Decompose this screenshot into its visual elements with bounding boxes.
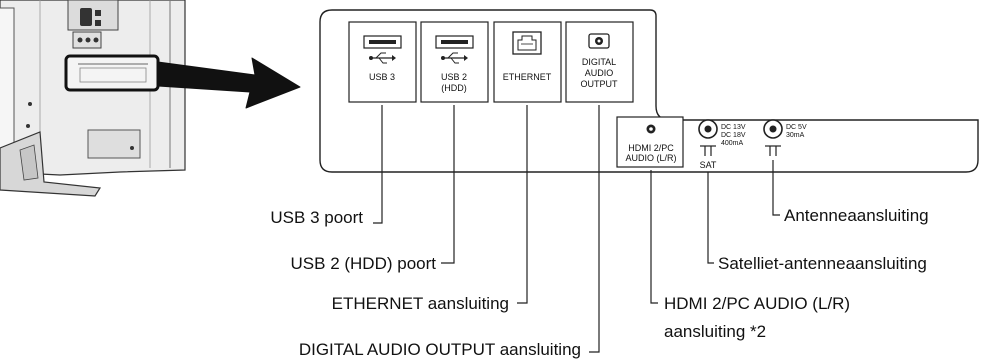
- callout-usb2: USB 2 (HDD) poort: [291, 254, 437, 273]
- usb3-port-box: USB 3: [348, 21, 417, 103]
- callout-usb3: USB 3 poort: [270, 208, 363, 227]
- leader-usb2: [441, 105, 455, 264]
- sat-dc-1: DC 13V: [721, 124, 746, 131]
- ethernet-port-label: ETHERNET: [503, 72, 552, 82]
- leader-satellite: [707, 172, 714, 264]
- optical-port-icon: [588, 33, 610, 49]
- satellite-connector: DC 13V DC 18V 400mA SAT: [698, 119, 746, 170]
- callout-hdmi-line1: HDMI 2/PC AUDIO (L/R): [664, 294, 850, 313]
- antenna-symbol-icon: [765, 145, 781, 156]
- callout-digital: DIGITAL AUDIO OUTPUT aansluiting: [299, 340, 581, 359]
- digital-audio-label-3: OUTPUT: [581, 79, 619, 89]
- sat-label: SAT: [700, 160, 717, 170]
- leader-lines: [373, 105, 780, 353]
- usb-symbol-icon: [369, 52, 396, 64]
- hdmi-audio-port-box: HDMI 2/PC AUDIO (L/R): [616, 116, 684, 168]
- callouts: USB 3 poort USB 2 (HDD) poort ETHERNET a…: [270, 206, 928, 359]
- digital-audio-port-box: DIGITAL AUDIO OUTPUT: [565, 21, 634, 103]
- usb2-port-label: USB 2: [441, 72, 467, 82]
- digital-audio-label-2: AUDIO: [585, 68, 614, 78]
- tv-thumbnail: [0, 0, 186, 197]
- leader-usb3: [373, 105, 383, 224]
- terminal-panel: USB 3 USB 2 (HDD) ETHE: [319, 9, 979, 173]
- hdmi-audio-label-2: AUDIO (L/R): [625, 153, 676, 163]
- callout-ethernet: ETHERNET aansluiting: [332, 294, 509, 313]
- leader-digital: [589, 105, 600, 353]
- leader-antenna: [772, 160, 780, 216]
- ant-dc-1: DC 5V: [786, 124, 807, 131]
- leader-ethernet: [517, 105, 528, 304]
- sat-dc-3: 400mA: [721, 140, 744, 147]
- usb-symbol-icon: [441, 52, 468, 64]
- callout-satellite: Satelliet-antenneaansluiting: [718, 254, 927, 273]
- leader-hdmi: [650, 170, 658, 304]
- digital-audio-label-1: DIGITAL: [582, 57, 616, 67]
- callout-antenna: Antenneaansluiting: [784, 206, 929, 225]
- ethernet-port-box: ETHERNET: [493, 21, 562, 103]
- ethernet-jack-icon: [512, 31, 542, 55]
- pointer-arrow: [157, 57, 301, 109]
- ant-dc-2: 30mA: [786, 132, 805, 139]
- usb3-port-label: USB 3: [369, 72, 395, 82]
- hdmi-audio-label-1: HDMI 2/PC: [628, 143, 674, 153]
- antenna-symbol-icon: [700, 145, 716, 156]
- sat-dc-2: DC 18V: [721, 132, 746, 139]
- usb2-port-box: USB 2 (HDD): [420, 21, 489, 103]
- callout-hdmi-line2: aansluiting *2: [664, 322, 766, 341]
- antenna-connector: DC 5V 30mA: [763, 119, 807, 156]
- usb2-port-sublabel: (HDD): [441, 83, 467, 93]
